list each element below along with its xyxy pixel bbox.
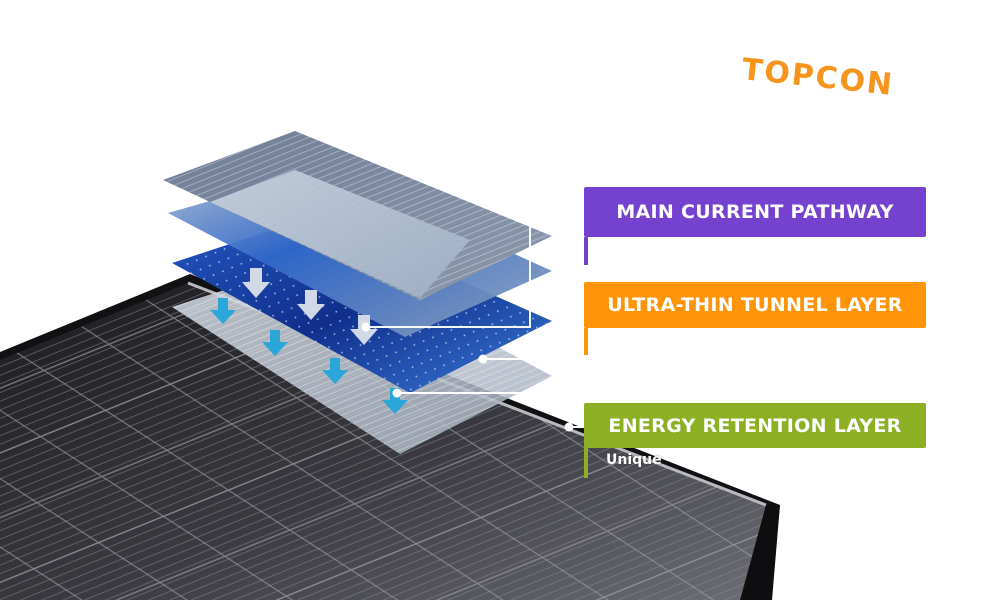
- label-stripe-orange: [584, 328, 588, 355]
- energy-retention-subtext: Unique: [606, 452, 662, 468]
- layer-main-current: [163, 131, 552, 300]
- label-ultra-thin-tunnel-layer: ULTRA-THIN TUNNEL LAYER: [584, 282, 926, 328]
- connector-lines: [366, 210, 584, 428]
- label-stripe-green: [584, 448, 588, 478]
- label-stripe-purple: [584, 237, 588, 265]
- connector-dots: [361, 322, 574, 432]
- label-energy-retention-layer: ENERGY RETENTION LAYER: [584, 403, 926, 448]
- label-main-current-pathway: MAIN CURRENT PATHWAY: [584, 187, 926, 237]
